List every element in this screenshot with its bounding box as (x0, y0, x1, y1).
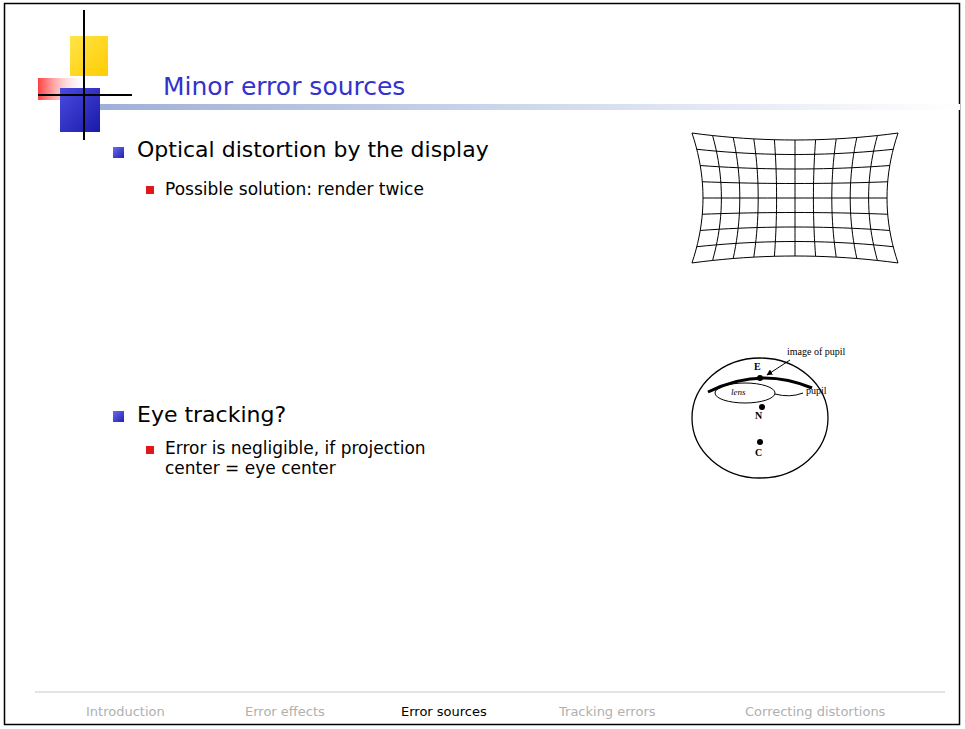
nav-item-active: Error sources (401, 704, 487, 720)
title-underline (100, 104, 960, 110)
grid-line (702, 182, 887, 184)
slide-title: Minor error sources (163, 72, 405, 102)
sub-bullet-square (146, 446, 154, 454)
nav-item: Correcting distortions (745, 704, 885, 720)
point-dot (757, 439, 763, 445)
footer-rule (35, 692, 945, 693)
figure-label: lens (731, 387, 746, 398)
pupil-line (775, 393, 803, 396)
grid-line (692, 133, 898, 140)
grid-line (692, 133, 703, 263)
grid-line (692, 256, 898, 263)
bullet-text: Optical distortion by the display (137, 137, 489, 163)
point-label: N (755, 410, 762, 422)
bullet-square (113, 147, 124, 158)
grid-line (700, 227, 890, 230)
eyeball (692, 358, 828, 478)
deco-line (38, 94, 132, 96)
sub-bullet-text: Error is negligible, if projection cente… (165, 438, 465, 479)
point-label: C (755, 447, 762, 459)
grid-line (700, 166, 890, 169)
sub-bullet-square (146, 186, 154, 194)
figure-label: pupil (806, 385, 827, 397)
grid-line (703, 198, 887, 199)
slide-frame (5, 4, 960, 725)
nav-item: Tracking errors (559, 704, 656, 720)
deco-square (70, 36, 108, 76)
nav-item: Introduction (86, 704, 165, 720)
lens (715, 383, 775, 403)
bullet-square (113, 411, 124, 422)
nav-item: Error effects (245, 704, 325, 720)
grid-line (697, 149, 893, 154)
point-label: E (754, 361, 761, 373)
grid-line (887, 133, 898, 263)
grid-line (697, 242, 893, 247)
point-dot (759, 404, 765, 410)
grid-line (702, 213, 887, 215)
leader-arrow (767, 360, 790, 375)
sub-bullet-text: Possible solution: render twice (165, 179, 424, 199)
deco-line (83, 10, 85, 140)
bullet-text: Eye tracking? (137, 402, 286, 428)
eye-figure (692, 358, 828, 478)
figure-label: image of pupil (787, 346, 845, 358)
point-dot (757, 375, 763, 381)
distortion-grid (692, 133, 898, 263)
